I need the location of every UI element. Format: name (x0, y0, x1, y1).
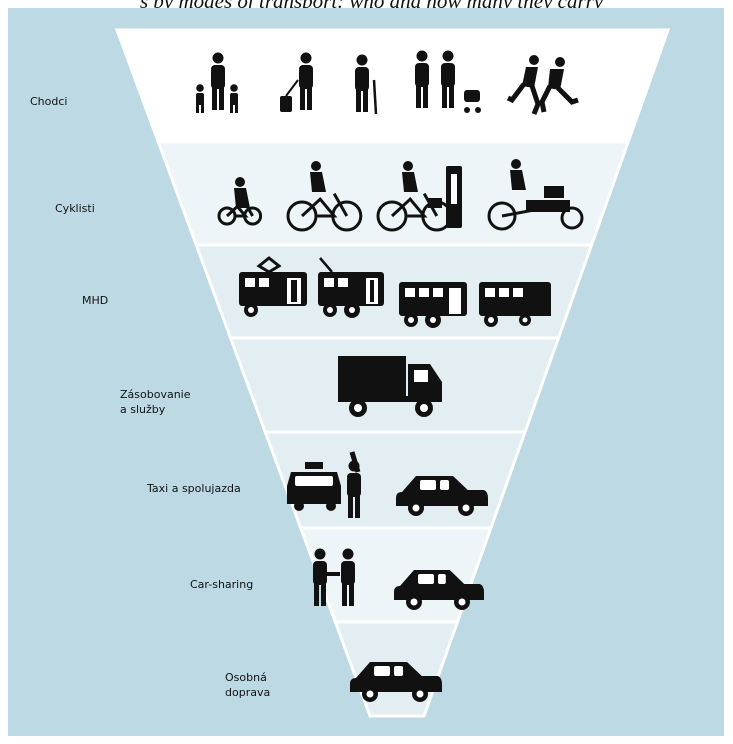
shared-car-icon (394, 570, 484, 610)
carpool-car-icon (396, 476, 488, 516)
tier-label-carsharing: Car-sharing (190, 578, 254, 591)
family-walking-icon (196, 52, 238, 113)
tier-label-taxi: Taxi a spolujazda (147, 482, 241, 495)
couple-with-stroller-icon (415, 50, 481, 113)
delivery-truck-icon (338, 356, 442, 417)
child-cyclist-icon (217, 177, 263, 226)
tier-label-cyklisti: Cyklisti (55, 202, 95, 215)
tier-label-chodci: Chodci (30, 95, 68, 108)
cyclist-icon (286, 161, 363, 232)
runners-icon (506, 55, 579, 115)
taxi-icon (287, 462, 341, 511)
bike-rack-icon (446, 166, 462, 228)
tram-icon (239, 256, 307, 317)
private-car-icon (350, 662, 442, 702)
minibus-icon (479, 282, 551, 327)
handshake-icon (313, 548, 355, 606)
icons (196, 50, 584, 702)
cargo-bike-icon (487, 159, 584, 231)
person-with-suitcase-icon (280, 52, 313, 112)
trolleybus-icon (318, 257, 384, 318)
tier-label-mhd: MHD (82, 294, 109, 307)
pyramid-canvas (8, 8, 724, 736)
bus-icon (399, 282, 467, 328)
cyclist-with-basket-icon (376, 161, 453, 232)
hailing-person-icon (347, 451, 361, 518)
elderly-with-cane-icon (355, 54, 378, 115)
